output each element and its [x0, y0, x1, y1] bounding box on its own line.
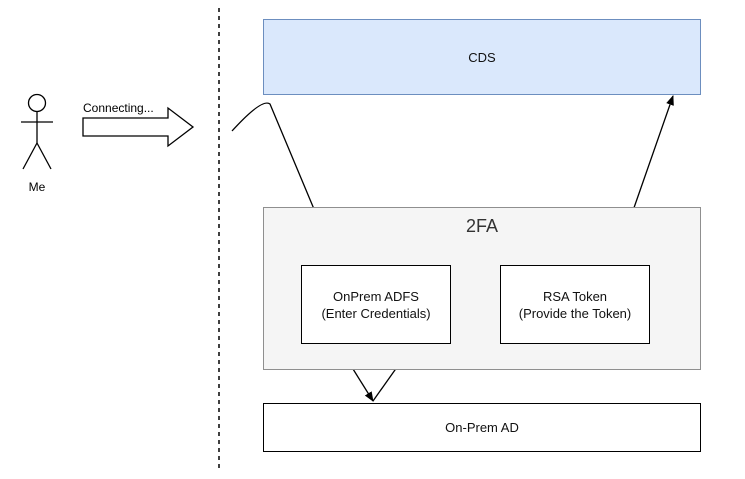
actor-figure	[21, 93, 53, 170]
ad-node: On-Prem AD	[263, 403, 701, 452]
connecting-block-arrow	[82, 106, 195, 148]
rsa-node: RSA Token (Provide the Token)	[500, 265, 650, 344]
cds-node: CDS	[263, 19, 701, 95]
rsa-title: RSA Token	[542, 288, 608, 304]
cds-label: CDS	[468, 49, 496, 65]
adfs-subtitle: (Enter Credentials)	[321, 305, 431, 321]
twofa-title: 2FA	[465, 216, 499, 236]
adfs-node: OnPrem ADFS (Enter Credentials)	[301, 265, 451, 344]
ad-label: On-Prem AD	[445, 420, 519, 435]
actor-label: Me	[28, 180, 46, 194]
connecting-label: Connecting...	[83, 101, 154, 115]
rsa-subtitle: (Provide the Token)	[518, 305, 632, 321]
edge-me-to-adfs	[231, 102, 338, 265]
adfs-title: OnPrem ADFS	[333, 288, 419, 304]
